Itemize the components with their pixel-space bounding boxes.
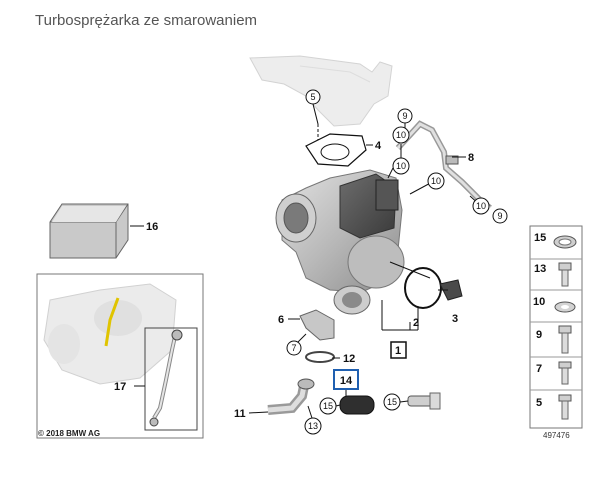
parts-list-10: 10 bbox=[533, 296, 545, 308]
callout-9-top: 9 bbox=[397, 108, 413, 124]
svg-text:9: 9 bbox=[497, 211, 502, 221]
svg-text:13: 13 bbox=[308, 421, 318, 431]
svg-text:5: 5 bbox=[310, 92, 315, 102]
svg-text:15: 15 bbox=[323, 401, 333, 411]
svg-text:15: 15 bbox=[387, 397, 397, 407]
label-6: 6 bbox=[278, 314, 284, 326]
exhaust-manifold bbox=[249, 55, 393, 127]
label-17: 17 bbox=[114, 381, 126, 393]
bracket-part-6 bbox=[299, 309, 335, 341]
parts-list-7: 7 bbox=[536, 363, 542, 375]
gasket-part-4 bbox=[305, 133, 367, 167]
callout-10-b: 10 bbox=[392, 157, 410, 175]
hose-part-14 bbox=[339, 395, 375, 415]
oil-return-pipe-part-11 bbox=[267, 378, 315, 415]
copyright-text: © 2018 BMW AG bbox=[38, 429, 100, 438]
callout-5: 5 bbox=[305, 89, 321, 105]
inset-lubrication-detail bbox=[36, 273, 204, 439]
svg-text:1: 1 bbox=[395, 345, 401, 357]
callout-7-left: 7 bbox=[286, 340, 302, 356]
label-11: 11 bbox=[234, 408, 246, 420]
banjo-bolt-icon bbox=[558, 325, 572, 354]
stud-bolt-icon bbox=[558, 394, 572, 420]
oil-pipe-part-8 bbox=[395, 120, 492, 211]
clip-part-3 bbox=[439, 279, 463, 301]
label-3: 3 bbox=[452, 313, 458, 325]
callout-13: 13 bbox=[304, 417, 322, 435]
svg-text:9: 9 bbox=[402, 111, 407, 121]
parts-list-13: 13 bbox=[534, 263, 546, 275]
part-16-box bbox=[49, 203, 129, 259]
page-title: Turbosprężarka ze smarowaniem bbox=[35, 12, 258, 29]
callout-14-highlighted: 14 bbox=[333, 369, 359, 390]
svg-text:10: 10 bbox=[431, 176, 441, 186]
washer-icon bbox=[554, 301, 576, 313]
label-16: 16 bbox=[146, 221, 158, 233]
parts-list-panel: 15 13 10 9 7 5 bbox=[529, 225, 583, 429]
svg-text:14: 14 bbox=[340, 375, 353, 387]
parts-list-9: 9 bbox=[536, 329, 542, 341]
callout-15-a: 15 bbox=[319, 397, 337, 415]
turbocharger bbox=[275, 169, 405, 315]
svg-text:10: 10 bbox=[396, 130, 406, 140]
callout-10-d: 10 bbox=[472, 197, 490, 215]
label-8: 8 bbox=[468, 152, 474, 164]
parts-list-5: 5 bbox=[536, 397, 542, 409]
svg-text:10: 10 bbox=[476, 201, 486, 211]
callout-9-bottom: 9 bbox=[492, 208, 508, 224]
bolt-icon bbox=[558, 262, 572, 287]
label-12: 12 bbox=[343, 353, 355, 365]
seal-ring-part-12 bbox=[305, 351, 335, 363]
svg-text:10: 10 bbox=[396, 161, 406, 171]
screw-icon bbox=[558, 361, 572, 385]
clamp-ring-part-2 bbox=[404, 267, 442, 309]
callout-1: 1 bbox=[390, 341, 407, 359]
callout-10-c: 10 bbox=[427, 172, 445, 190]
parts-list-15: 15 bbox=[534, 232, 546, 244]
hose-clamp-icon bbox=[553, 235, 577, 249]
label-4: 4 bbox=[375, 140, 382, 152]
callout-10-a: 10 bbox=[392, 126, 410, 144]
callouts: 5 4 9 10 10 8 10 10 9 16 6 bbox=[114, 89, 508, 435]
connector-part-15 bbox=[407, 392, 441, 410]
svg-text:7: 7 bbox=[291, 343, 296, 353]
diagram-number: 497476 bbox=[543, 431, 570, 440]
leader-lines bbox=[130, 103, 482, 419]
label-2: 2 bbox=[413, 317, 419, 329]
callout-15-b: 15 bbox=[383, 393, 401, 411]
